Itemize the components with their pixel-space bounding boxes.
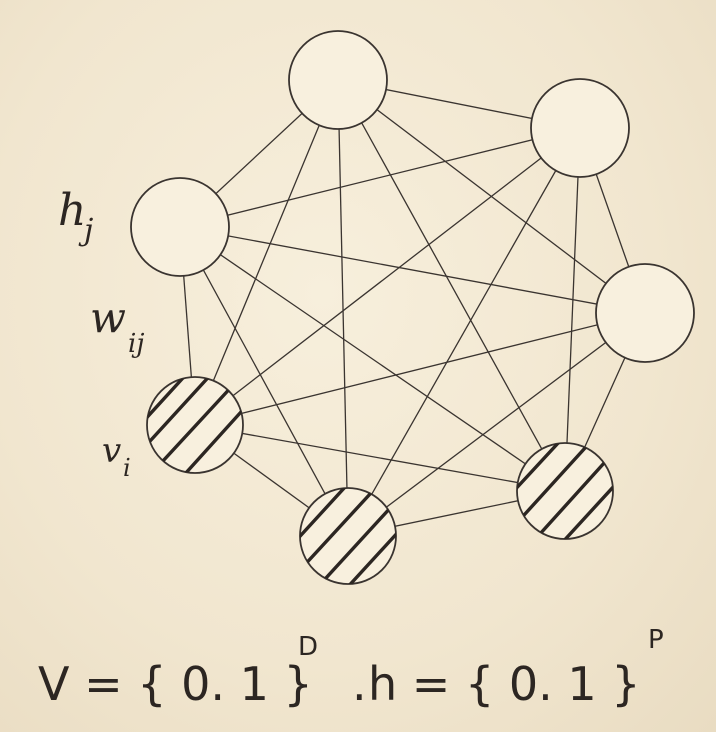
edge <box>194 79 339 426</box>
edge <box>179 127 581 228</box>
label-wij: w ij <box>90 293 144 359</box>
formula-h: h = { 0. 1 } <box>368 657 641 711</box>
node-right <box>595 263 695 363</box>
edges <box>179 79 646 537</box>
edge <box>194 424 566 492</box>
node-bottom-left <box>299 487 397 585</box>
edge <box>194 127 581 426</box>
edge <box>347 312 646 537</box>
label-hj: h j <box>58 185 93 248</box>
formula: V = { 0. 1 } D . h = { 0. 1 } P <box>38 625 664 711</box>
node-top <box>288 30 388 130</box>
node-hj <box>130 177 230 277</box>
label-v-sub: i <box>123 454 131 482</box>
node-vi <box>146 376 244 474</box>
label-h: h <box>58 185 86 236</box>
formula-separator: . <box>352 657 367 711</box>
edge <box>179 226 349 537</box>
edge <box>194 312 646 426</box>
label-w: w <box>90 293 126 342</box>
label-vi: v i <box>102 431 131 482</box>
edge <box>337 79 566 492</box>
formula-v-exponent: D <box>298 632 318 662</box>
edge <box>564 127 581 492</box>
edge <box>347 127 581 537</box>
edge <box>337 79 349 537</box>
formula-h-exponent: P <box>648 625 664 655</box>
formula-v: V = { 0. 1 } <box>38 657 313 711</box>
node-bottom-right <box>516 442 614 540</box>
label-w-sub: ij <box>128 329 144 359</box>
label-v: v <box>102 431 121 471</box>
edge <box>179 226 646 314</box>
node-upper-right <box>530 78 630 178</box>
edge <box>179 226 566 492</box>
